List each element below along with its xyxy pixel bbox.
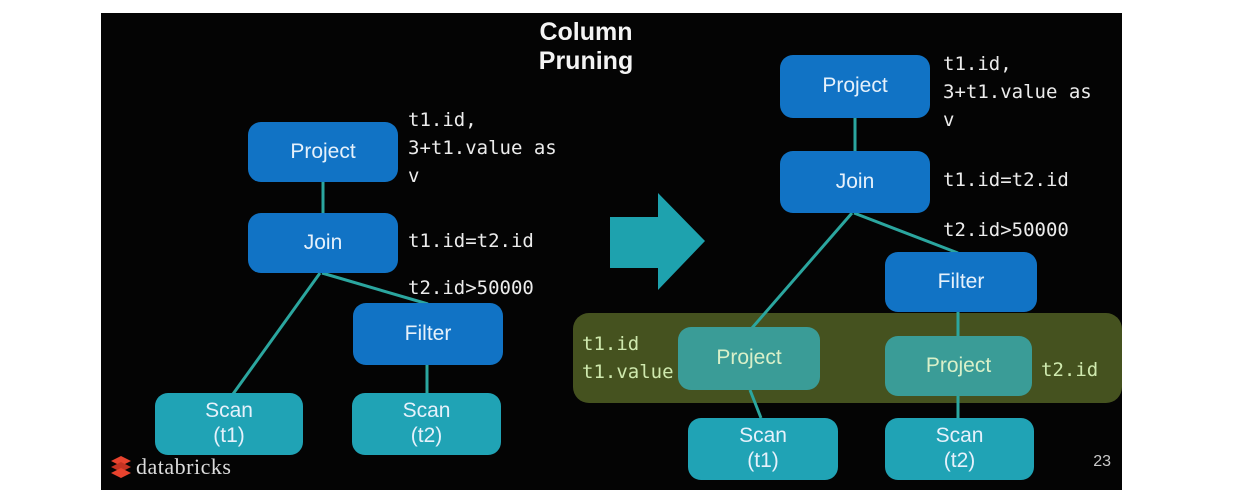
left-scan-t1-node: Scan (t1) (155, 393, 303, 455)
right-filter-annotation: t2.id>50000 (943, 219, 1069, 241)
left-filter-annotation: t2.id>50000 (408, 277, 534, 299)
right-project-node: Project (780, 55, 930, 118)
right-scan-t2-node: Scan (t2) (885, 418, 1034, 480)
right-band-project-t1-node: Project (678, 327, 820, 390)
connector-line (748, 389, 763, 419)
left-filter-node: Filter (353, 303, 503, 365)
left-project-node: Project (248, 122, 398, 182)
right-project-annotation: t1.id, 3+t1.value as v (943, 53, 1092, 131)
connector-line (231, 272, 322, 395)
right-filter-node: Filter (885, 252, 1037, 312)
databricks-wordmark: databricks (136, 454, 232, 479)
slide: Column Pruning Project Join (101, 13, 1122, 490)
right-join-annotation: t1.id=t2.id (943, 169, 1069, 191)
connector-line (750, 212, 854, 329)
band-pruned-columns-t1: t1.id t1.value (582, 333, 674, 383)
left-join-annotation: t1.id=t2.id (408, 230, 534, 252)
right-band-project-t2-node: Project (885, 336, 1032, 396)
left-project-annotation: t1.id, 3+t1.value as v (408, 109, 557, 187)
transform-arrow-icon (610, 193, 705, 290)
connector-line (321, 271, 429, 306)
page-number: 23 (1093, 453, 1111, 470)
databricks-icon (111, 456, 131, 478)
slide-title: Column Pruning (538, 18, 634, 75)
band-pruned-columns-t2: t2.id (1041, 359, 1099, 381)
tree-connectors (231, 117, 960, 419)
left-scan-t2-node: Scan (t2) (352, 393, 501, 455)
databricks-logo: databricks (110, 454, 231, 480)
right-scan-t1-node: Scan (t1) (688, 418, 838, 480)
right-join-node: Join (780, 151, 930, 213)
connector-line (853, 211, 959, 255)
left-join-node: Join (248, 213, 398, 273)
